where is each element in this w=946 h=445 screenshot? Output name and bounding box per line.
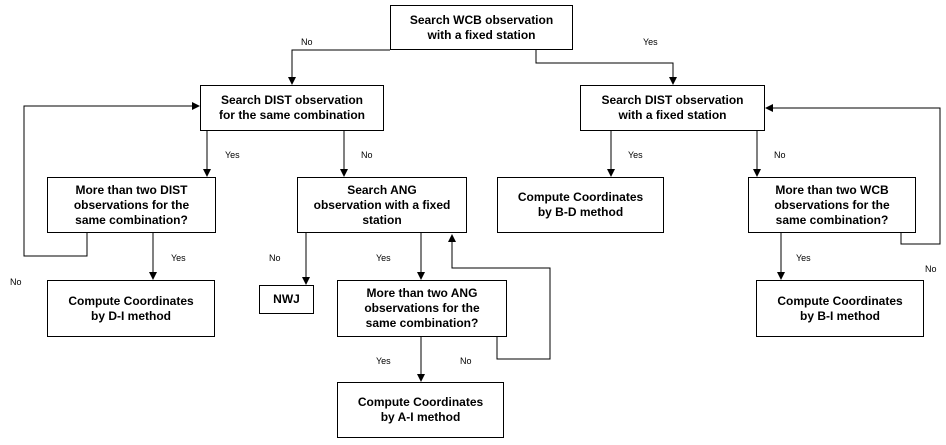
- node-search-dist-fixed: Search DIST observation with a fixed sta…: [580, 85, 765, 131]
- node-compute-ai: Compute Coordinates by A-I method: [337, 382, 504, 438]
- node-search-wcb: Search WCB observation with a fixed stat…: [390, 5, 573, 50]
- label-dist-same-no: No: [361, 150, 373, 160]
- node-more-dist: More than two DIST observations for the …: [47, 177, 216, 233]
- edge-more-dist-no: [23, 102, 200, 257]
- label-dist-fixed-no: No: [774, 150, 786, 160]
- node-compute-bi: Compute Coordinates by B-I method: [756, 280, 924, 337]
- edge-more-ang-no: [448, 234, 551, 360]
- node-search-dist-same: Search DIST observation for the same com…: [200, 85, 384, 131]
- label-wcb-no: No: [301, 37, 313, 47]
- label-more-dist-yes: Yes: [171, 253, 186, 263]
- node-compute-di: Compute Coordinates by D-I method: [47, 280, 215, 337]
- node-search-ang: Search ANG observation with a fixed stat…: [297, 177, 467, 233]
- label-more-dist-no: No: [10, 277, 22, 287]
- label-wcb-yes: Yes: [643, 37, 658, 47]
- edge-more-wcb-no: [765, 104, 941, 245]
- label-more-wcb-yes: Yes: [796, 253, 811, 263]
- label-more-ang-no: No: [460, 356, 472, 366]
- edge-wcb-yes: [535, 50, 677, 85]
- label-more-ang-yes: Yes: [376, 356, 391, 366]
- label-ang-yes: Yes: [376, 253, 391, 263]
- label-ang-no: No: [269, 253, 281, 263]
- edge-wcb-no: [288, 49, 390, 85]
- node-more-wcb: More than two WCB observations for the s…: [748, 177, 916, 233]
- label-dist-same-yes: Yes: [225, 150, 240, 160]
- label-dist-fixed-yes: Yes: [628, 150, 643, 160]
- node-nwj: NWJ: [259, 285, 314, 314]
- node-more-ang: More than two ANG observations for the s…: [337, 280, 507, 337]
- label-more-wcb-no: No: [925, 264, 937, 274]
- node-compute-bd: Compute Coordinates by B-D method: [497, 177, 664, 233]
